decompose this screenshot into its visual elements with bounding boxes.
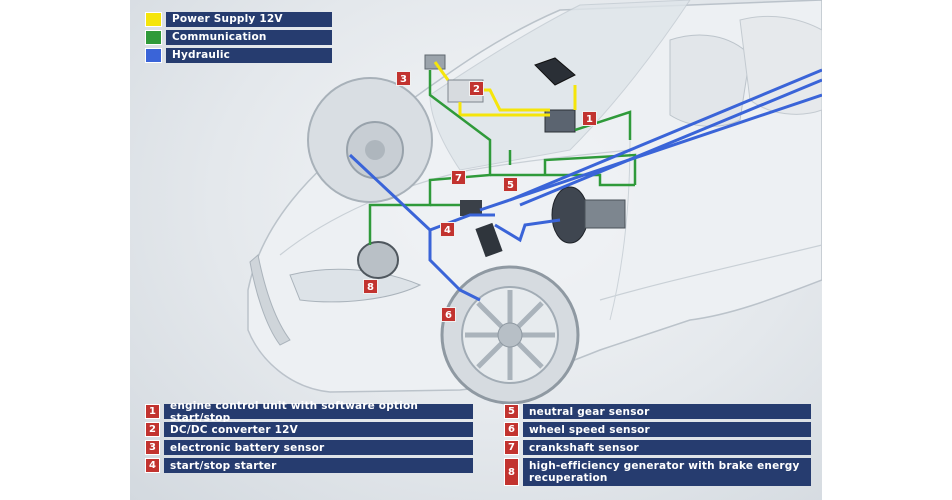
component-label-7: crankshaft sensor <box>523 440 811 455</box>
diagram-stage: Power Supply 12V Communication Hydraulic… <box>130 0 822 500</box>
legend-power-supply: Power Supply 12V <box>145 12 332 27</box>
component-item-5: 5 neutral gear sensor <box>504 404 811 419</box>
generator <box>357 241 399 279</box>
legend-swatch-communication <box>145 30 162 45</box>
callout-7: 7 <box>451 170 466 185</box>
display-unit <box>534 57 576 86</box>
power-lines <box>433 61 577 117</box>
door-line <box>609 139 631 321</box>
component-label-4: start/stop starter <box>164 458 473 473</box>
legend-swatch-hydraulic <box>145 48 162 63</box>
component-num-6: 6 <box>504 422 519 437</box>
component-item-6: 6 wheel speed sensor <box>504 422 811 437</box>
component-label-6: wheel speed sensor <box>523 422 811 437</box>
legend-communication: Communication <box>145 30 332 45</box>
headlight <box>289 268 422 303</box>
component-num-8: 8 <box>504 458 519 486</box>
callout-3: 3 <box>396 71 411 86</box>
callout-6: 6 <box>441 307 456 322</box>
legend-label-power: Power Supply 12V <box>166 12 332 27</box>
component-item-3: 3 electronic battery sensor <box>145 440 473 455</box>
callout-2: 2 <box>469 81 484 96</box>
windshield <box>429 0 691 171</box>
component-item-1: 1 engine control unit with software opti… <box>145 400 473 424</box>
callout-4: 4 <box>440 222 455 237</box>
seat <box>669 34 751 127</box>
component-num-4: 4 <box>145 458 160 473</box>
side-line <box>599 244 822 301</box>
component-item-7: 7 crankshaft sensor <box>504 440 811 455</box>
callout-5: 5 <box>503 177 518 192</box>
component-item-2: 2 DC/DC converter 12V <box>145 422 473 437</box>
brake-booster <box>551 186 589 244</box>
component-label-2: DC/DC converter 12V <box>164 422 473 437</box>
legend-swatch-power <box>145 12 162 27</box>
hydraulic-lines <box>348 68 822 302</box>
grille <box>249 254 291 346</box>
legend-hydraulic: Hydraulic <box>145 48 332 63</box>
component-label-8: high-efficiency generator with brake ene… <box>523 458 811 486</box>
component-num-2: 2 <box>145 422 160 437</box>
callout-8: 8 <box>363 279 378 294</box>
component-label-3: electronic battery sensor <box>164 440 473 455</box>
legend-label-communication: Communication <box>166 30 332 45</box>
component-num-7: 7 <box>504 440 519 455</box>
hood-line <box>279 149 631 256</box>
component-item-8: 8 high-efficiency generator with brake e… <box>504 458 811 486</box>
starter-motor <box>475 222 503 258</box>
ecu-box <box>544 109 576 133</box>
component-label-5: neutral gear sensor <box>523 404 811 419</box>
callout-1: 1 <box>582 111 597 126</box>
component-label-1: engine control unit with software option… <box>164 400 473 424</box>
starter-unit <box>460 200 482 216</box>
component-num-1: 1 <box>145 404 160 419</box>
legend-label-hydraulic: Hydraulic <box>166 48 332 63</box>
component-item-4: 4 start/stop starter <box>145 458 473 473</box>
component-num-5: 5 <box>504 404 519 419</box>
component-num-3: 3 <box>145 440 160 455</box>
car-illustration <box>247 0 822 405</box>
